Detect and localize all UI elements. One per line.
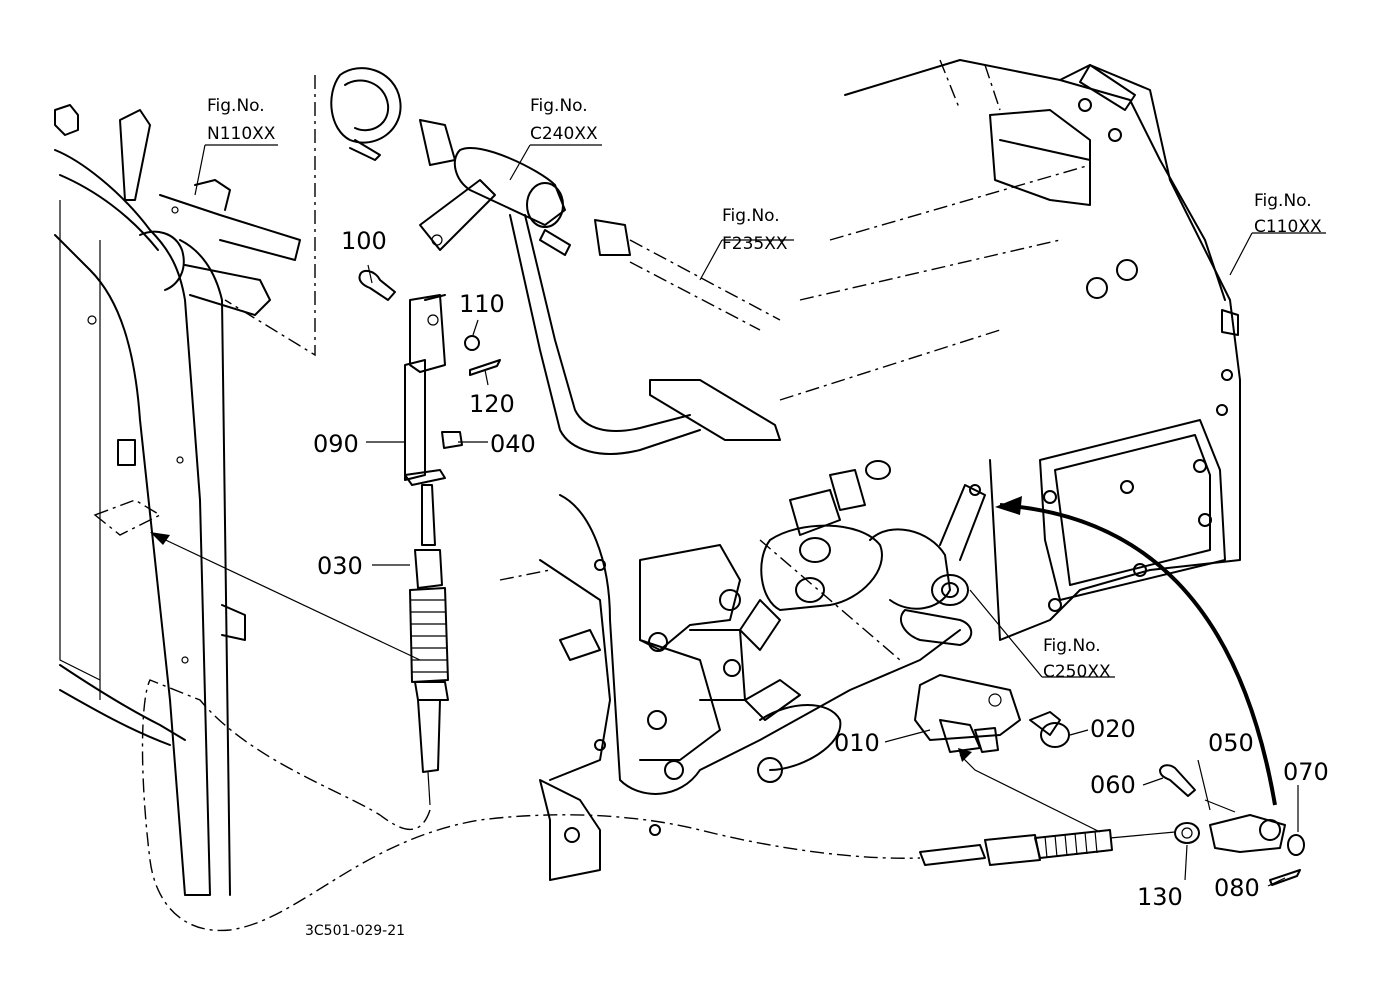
pedal-assembly (330, 67, 781, 455)
cable-to-bracket-line (959, 754, 1101, 833)
fig-ref-c250-line1: Fig.No. (1043, 636, 1101, 656)
part-label-110[interactable]: 110 (459, 290, 505, 318)
part-label-120[interactable]: 120 (469, 390, 515, 418)
cable-route-arrow (154, 534, 421, 661)
part-label-130[interactable]: 130 (1137, 883, 1183, 911)
lower-bracket-010 (914, 674, 1070, 753)
part-label-020[interactable]: 020 (1090, 715, 1136, 743)
part-label-080[interactable]: 080 (1214, 874, 1260, 902)
fig-ref-c250-code[interactable]: C250XX (1043, 662, 1111, 682)
part-label-050[interactable]: 050 (1208, 729, 1254, 757)
drawing-code: 3C501-029-21 (305, 923, 405, 939)
frame-assembly (54, 104, 301, 896)
part-label-090[interactable]: 090 (313, 430, 359, 458)
fig-ref-c240-line1: Fig.No. (530, 96, 588, 116)
center-casting (499, 460, 986, 881)
part-label-040[interactable]: 040 (490, 430, 536, 458)
part-label-070[interactable]: 070 (1283, 758, 1329, 786)
fig-ref-c240-code[interactable]: C240XX (530, 124, 598, 144)
clevis-assembly-050 (919, 764, 1305, 886)
linkage-arrowhead (995, 496, 1022, 515)
fig-ref-n110-code[interactable]: N110XX (207, 124, 276, 144)
linkage-arrow (999, 503, 1277, 806)
transmission-housing (779, 59, 1241, 641)
part-label-010[interactable]: 010 (834, 729, 880, 757)
fig-ref-n110-line1: Fig.No. (207, 96, 265, 116)
part-label-060[interactable]: 060 (1090, 771, 1136, 799)
fig-ref-f235-code[interactable]: F235XX (722, 234, 788, 254)
fig-ref-c110-line1: Fig.No. (1254, 191, 1312, 211)
leader-lines (194, 144, 1326, 887)
fig-ref-f235-line1: Fig.No. (722, 206, 780, 226)
part-label-100[interactable]: 100 (341, 227, 387, 255)
cable-to-bracket-arrowhead (958, 748, 972, 762)
fig-ref-c110-code[interactable]: C110XX (1254, 217, 1322, 237)
cable-route-arrowhead (150, 532, 170, 545)
control-cable-030 (141, 484, 921, 932)
part-label-030[interactable]: 030 (317, 552, 363, 580)
frame-bracket-outline (224, 75, 316, 357)
